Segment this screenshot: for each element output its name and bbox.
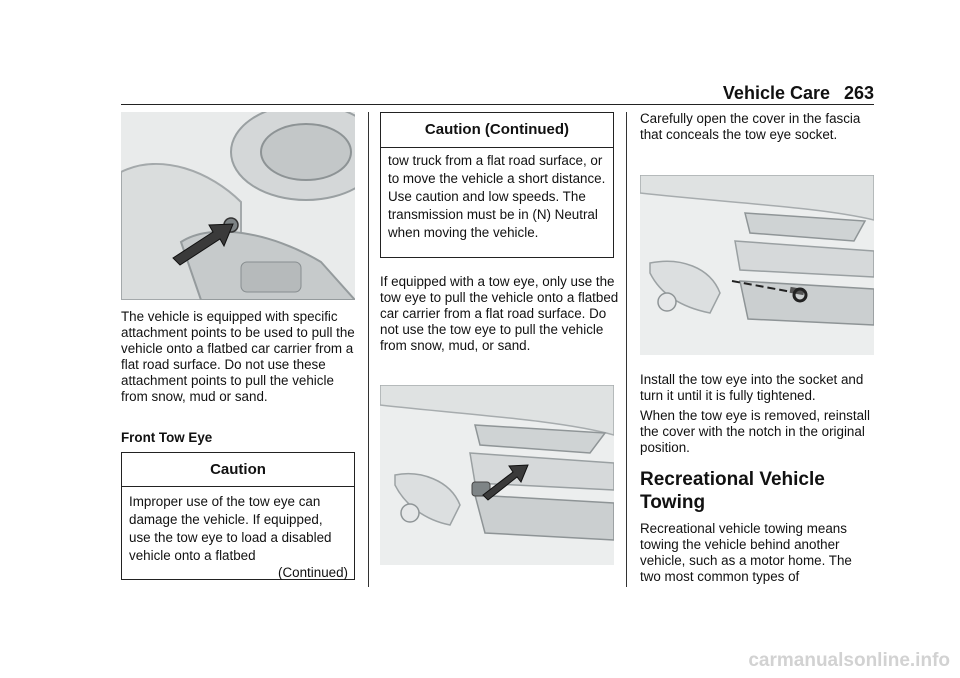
- tow-eye-install-figure: [640, 175, 874, 355]
- reinstall-cover-paragraph: When the tow eye is removed, reinstall t…: [640, 408, 870, 455]
- page-number: 263: [843, 83, 874, 103]
- header-rule: [121, 104, 874, 105]
- install-tow-eye-paragraph: Install the tow eye into the socket and …: [640, 372, 864, 403]
- open-cover-paragraph: Carefully open the cover in the fascia t…: [640, 111, 861, 142]
- column-divider-1: [368, 112, 369, 587]
- caution-continued-label: (Continued): [278, 565, 348, 580]
- attachment-points-paragraph: The vehicle is equipped with specific at…: [121, 309, 355, 404]
- front-tow-eye-subheading: Front Tow Eye: [121, 430, 213, 445]
- watermark: carmanualsonline.info: [748, 650, 950, 671]
- caution-title: Caution: [122, 453, 354, 487]
- tow-eye-usage-paragraph: If equipped with a tow eye, only use the…: [380, 274, 619, 353]
- fascia-cover-figure: [380, 385, 614, 565]
- caution-continued-box: Caution (Continued) tow truck from a fla…: [380, 112, 614, 258]
- column-divider-2: [626, 112, 627, 587]
- recreational-vehicle-towing-heading: Recreational Vehicle Towing: [640, 469, 825, 513]
- caution-continued-title: Caution (Continued): [381, 113, 613, 148]
- caution-box: Caution Improper use of the tow eye can …: [121, 452, 355, 580]
- attachment-point-figure: [121, 112, 355, 300]
- caution-body: Improper use of the tow eye can damage t…: [129, 494, 332, 563]
- running-header-title: Vehicle Care: [722, 83, 830, 103]
- caution-continued-body: tow truck from a flat road surface, or t…: [388, 153, 606, 240]
- rv-towing-paragraph: Recreational vehicle towing means towing…: [640, 521, 852, 584]
